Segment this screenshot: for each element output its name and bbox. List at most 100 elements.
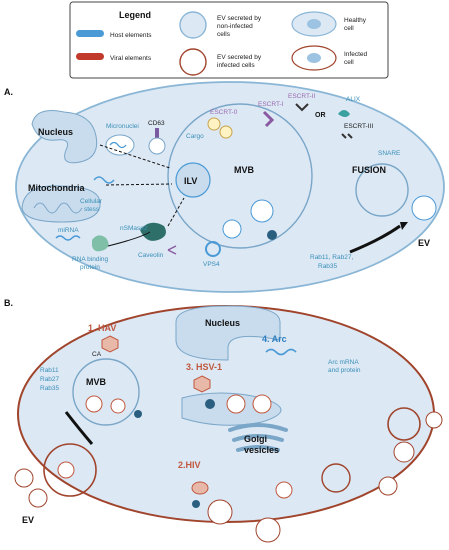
rab27-b: Rab27 (40, 376, 60, 383)
escrt3-complex (341, 133, 353, 139)
cd63-vesicle (148, 137, 166, 155)
escrt0-label: ESCRT-0 (210, 109, 238, 116)
panel-a-label: A. (4, 87, 13, 97)
hsv-escrt (205, 399, 215, 409)
vps4 (205, 241, 221, 257)
legend-ev-noninfected-1: EV secreted by (217, 15, 262, 22)
nucleus-b (175, 305, 281, 361)
mvb-vesicle-1 (250, 199, 274, 223)
nucleus-b-label: Nucleus (205, 318, 240, 328)
mvb-b-label: MVB (86, 377, 107, 387)
golgi-ev (378, 476, 398, 496)
mirna-label: miRNA (58, 227, 79, 234)
panel-b-label: B. (4, 298, 13, 308)
arrow-micronuclei-ilv (99, 144, 171, 169)
hav-virion (101, 335, 119, 353)
hiv-label: 2.HIV (178, 460, 201, 470)
golgi-exit-vesicle (321, 463, 351, 493)
legend-ev-infected-2: infected cells (217, 62, 255, 69)
mvb-a-label: MVB (234, 165, 255, 175)
legend-title: Legend (119, 10, 151, 20)
hsv-label: 3. HSV-1 (186, 362, 222, 372)
ev-a (411, 195, 437, 221)
hsv-capsid-2 (252, 394, 272, 414)
micronucleus (105, 134, 135, 156)
escrt2-label: ESCRT-II (288, 93, 316, 100)
panel-b: B. Nucleus 1. HAV CA MVB Rab11 Rab27 Rab… (4, 298, 443, 543)
alix-protein (338, 110, 350, 117)
legend-host-label: Host elements (110, 32, 152, 39)
caveolin-marker (167, 245, 177, 255)
fusion-label: FUSION (352, 165, 386, 175)
hav-ilv-1 (85, 395, 103, 413)
mirna-strand (55, 235, 81, 241)
legend-infected-1: Infected (344, 51, 368, 58)
ev-b-2 (28, 488, 48, 508)
nucleus-a (31, 110, 98, 164)
escrt1-label: ESCRT-I (258, 101, 284, 108)
infected-cell-nucleus (307, 53, 321, 63)
hiv-particle (191, 481, 209, 495)
alix-label: ALIX (346, 96, 361, 103)
or-label: OR (315, 112, 326, 119)
legend-ev-infected-1: EV secreted by (217, 54, 262, 61)
legend-viral-label: Viral elements (110, 55, 152, 62)
micronucleus-dna (109, 141, 127, 149)
rab35-b: Rab35 (40, 385, 60, 392)
legend-ev-noninfected-3: cells (217, 31, 231, 38)
hsv-capsid-1 (226, 394, 246, 414)
arc-mrna-2: and protein (328, 367, 361, 374)
fusion-arrowhead (400, 222, 408, 230)
micronuclei-label: Micronuclei (106, 123, 139, 130)
healthy-cell (15, 81, 445, 293)
legend-infected-2: cell (344, 59, 354, 66)
mvb-vesicle-2 (222, 219, 242, 239)
escrt3-label: ESCRT-III (344, 123, 373, 130)
hav-arrow (64, 411, 94, 445)
hsv-virion (193, 375, 211, 393)
mito-dna (93, 176, 115, 184)
rna-binding-1: RNA binding (72, 256, 109, 263)
arrow-nsmase-ilv (167, 197, 185, 227)
arc-label: 4. Arc (262, 334, 287, 344)
ca-label: CA (92, 351, 102, 358)
hav-label: 1. HAV (88, 323, 116, 333)
golgi-2: vesicles (244, 445, 279, 455)
cargo-2 (219, 125, 233, 139)
escrt-cluster (267, 230, 277, 240)
ev-b-label: EV (22, 515, 34, 525)
mvb-a (167, 103, 313, 249)
rab11-b: Rab11 (40, 367, 59, 374)
legend: Legend Host elements Viral elements EV s… (69, 1, 389, 79)
hav-ilv-2 (110, 398, 126, 414)
arc-ev-1 (393, 441, 415, 463)
escrt2-complex (295, 103, 309, 112)
cargo-1 (207, 117, 221, 131)
ev-noninfected-swatch (179, 11, 207, 39)
arc-mrna-1: Arc mRNA (328, 359, 359, 366)
arc-mrna (265, 348, 297, 356)
ilv (175, 162, 211, 198)
nsmase2-protein (140, 222, 166, 241)
arc-ev-2 (425, 411, 443, 429)
mitochondria-cristae (33, 202, 83, 214)
host-swatch (76, 30, 104, 37)
hav-escrt (134, 410, 142, 418)
hiv-escrt (192, 500, 200, 508)
rabs-a-2: Rab35 (318, 263, 338, 270)
fusion-mvb (355, 163, 409, 217)
cellular-stess-2: stess (84, 206, 100, 213)
mitochondria-label: Mitochondria (28, 183, 85, 193)
hiv-budding (207, 499, 233, 525)
legend-healthy-2: cell (344, 25, 354, 32)
rna-binding-2: protein (80, 264, 100, 271)
arrow-rna-nsmase (107, 231, 151, 247)
nucleus-a-label: Nucleus (38, 127, 73, 137)
vps4-label: VPS4 (203, 261, 220, 268)
hiv-virion (255, 517, 281, 543)
healthy-cell-nucleus (307, 19, 321, 29)
arrow-mito-ilv (105, 183, 173, 186)
snare-label: SNARE (378, 150, 401, 157)
